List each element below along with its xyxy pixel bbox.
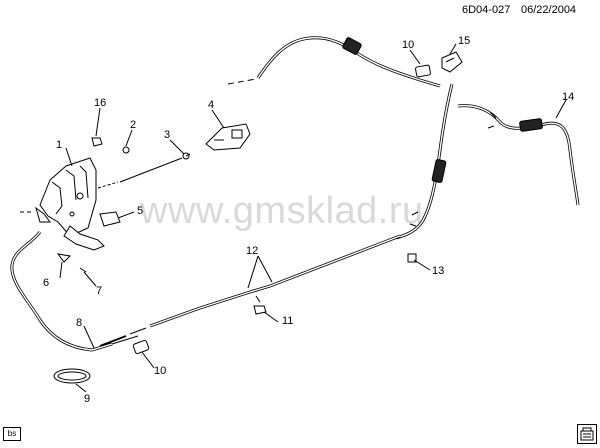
callout-14: 14 [562, 91, 575, 103]
callout-11: 11 [282, 315, 294, 327]
main-cable-sleeve [431, 159, 447, 183]
callout-5: 5 [137, 205, 144, 217]
callout-6: 6 [43, 277, 50, 289]
right-cable [457, 104, 580, 206]
block-5 [99, 211, 121, 227]
pedal-assembly [39, 157, 97, 237]
bracket [205, 123, 251, 151]
grommet-9 [53, 368, 91, 384]
diagram-reference: 6D04-027 [462, 4, 511, 16]
connector-10-lower [132, 339, 150, 355]
callout-4: 4 [208, 99, 215, 111]
callout-13: 13 [432, 265, 445, 277]
callout-3: 3 [164, 129, 171, 141]
nut-11 [253, 305, 267, 315]
callout-16: 16 [94, 97, 107, 109]
right-cable-sleeve [519, 118, 543, 132]
connector-10-upper [415, 64, 431, 78]
watermark-text: www.gmsklad.ru [140, 190, 424, 232]
diagram-date: 06/22/2004 [521, 4, 577, 16]
screw-16 [91, 137, 103, 147]
callout-9: 9 [84, 393, 91, 405]
corner-logo-icon [577, 424, 597, 444]
clip-15 [441, 51, 463, 73]
callout-12: 12 [246, 245, 259, 257]
callout-7: 7 [96, 285, 103, 297]
adjust-rod [119, 157, 183, 183]
upper-cable-sleeve [342, 37, 362, 55]
leader-lines [59, 43, 567, 393]
callout-10-upper: 10 [402, 39, 415, 51]
corner-tag: bs [3, 427, 21, 441]
callout-1: 1 [56, 139, 63, 151]
callout-15: 15 [458, 35, 471, 47]
callout-10-lower: 10 [154, 365, 167, 377]
callout-2: 2 [130, 119, 137, 131]
callout-8: 8 [76, 317, 83, 329]
